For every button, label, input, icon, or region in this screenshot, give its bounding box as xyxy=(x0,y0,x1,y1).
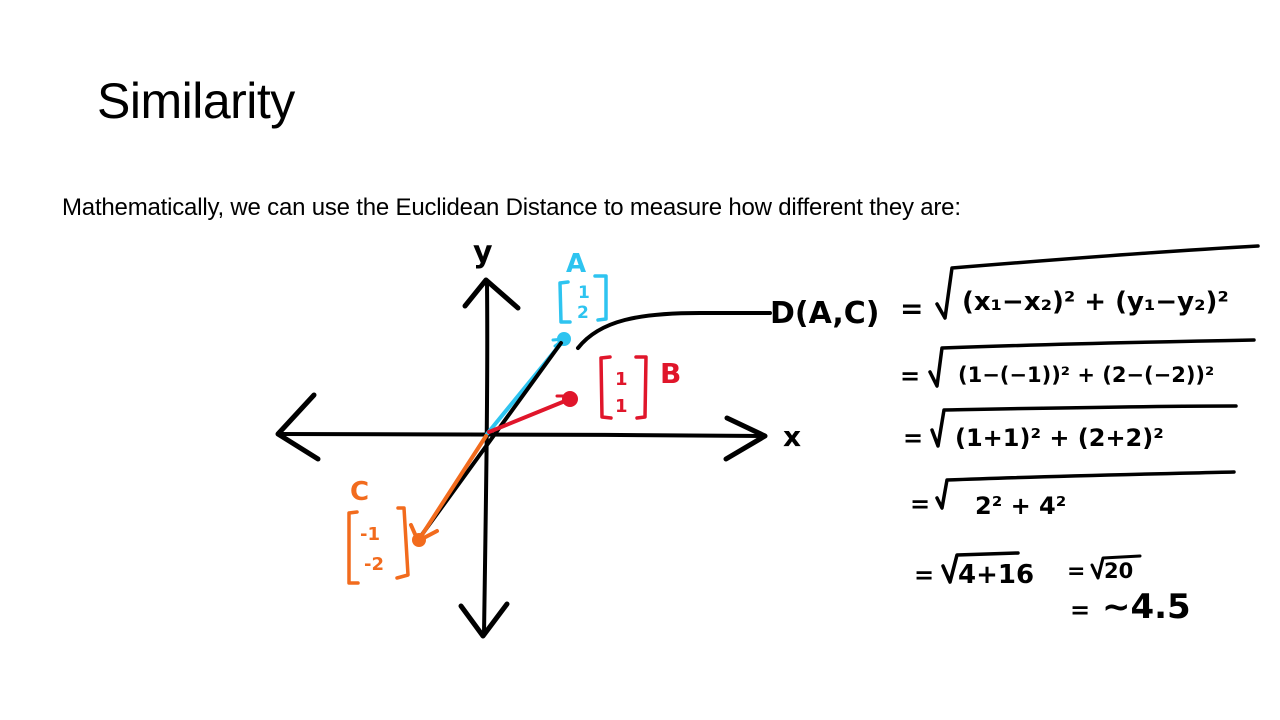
eq4-equals: = xyxy=(910,490,930,518)
slide-title: Similarity xyxy=(97,73,295,129)
eq3-radicand: (1+1)² + (2+2)² xyxy=(955,424,1164,452)
eq5-equals2: = xyxy=(1067,559,1085,584)
eq2-equals: = xyxy=(900,362,920,390)
connector-line xyxy=(576,311,772,350)
eq6-equals: = xyxy=(1070,596,1090,624)
eq1-radicand: (x₁−x₂)² + (y₁−y₂)² xyxy=(962,287,1229,317)
eq3-equals: = xyxy=(903,424,923,452)
vector-c: C -1 -2 xyxy=(347,434,488,585)
vector-a: A 1 2 xyxy=(485,249,608,436)
vector-b-label: B xyxy=(660,357,681,390)
vector-a-row1: 1 xyxy=(578,283,590,303)
eq1-equals: = xyxy=(900,292,923,325)
eq5-radicand2: 20 xyxy=(1104,559,1133,583)
vector-a-row2: 2 xyxy=(577,303,589,323)
equations: D(A,C) = (x₁−x₂)² + (y₁−y₂)² = (1−(−1))²… xyxy=(770,244,1260,627)
eq5-radicand: 4+16 xyxy=(958,560,1034,590)
eq5-equals: = xyxy=(914,561,934,589)
x-axis-label: x xyxy=(783,420,801,453)
vector-c-row1: -1 xyxy=(360,524,380,545)
vector-c-label: C xyxy=(350,477,369,507)
eq1-lhs: D(A,C) xyxy=(770,296,880,331)
y-axis-label: y xyxy=(473,235,493,270)
eq6-result: ~4.5 xyxy=(1102,587,1191,627)
vector-c-row2: -2 xyxy=(364,554,384,575)
vector-b-row1: 1 xyxy=(615,369,628,390)
eq2-radicand: (1−(−1))² + (2−(−2))² xyxy=(958,363,1214,387)
slide-body-text: Mathematically, we can use the Euclidean… xyxy=(62,194,961,221)
vector-b-row2: 1 xyxy=(615,396,628,417)
vector-b: 1 1 B xyxy=(487,355,681,434)
eq4-radicand: 2² + 4² xyxy=(975,492,1066,520)
x-axis xyxy=(275,392,768,462)
vector-a-label: A xyxy=(566,249,586,279)
